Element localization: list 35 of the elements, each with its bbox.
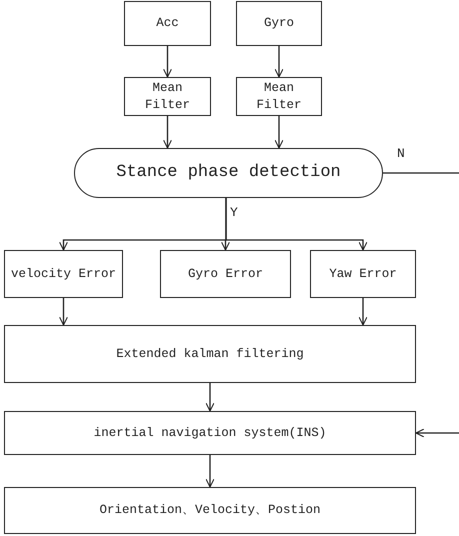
process-box <box>124 77 211 116</box>
node-text: Gyro Error <box>188 266 263 282</box>
process-box <box>160 250 291 298</box>
process-box <box>310 250 416 298</box>
arrow <box>162 46 172 78</box>
process-box <box>4 325 416 383</box>
node-text: Mean Filter <box>255 80 302 114</box>
node-text: Stance phase detection <box>116 162 341 184</box>
node-text: velocity Error <box>10 266 116 282</box>
arrow <box>205 383 215 412</box>
node-text: Extended kalman filtering <box>116 346 304 362</box>
arrow <box>225 198 368 251</box>
edge-label: N <box>397 147 405 160</box>
process-box <box>236 77 322 116</box>
process-box <box>236 1 322 46</box>
arrow <box>205 455 215 488</box>
process-box <box>4 487 416 534</box>
arrow <box>358 298 368 326</box>
node-text: inertial navigation system(INS) <box>94 424 326 442</box>
node-text: Mean Filter <box>144 80 191 114</box>
connector-line <box>383 172 459 174</box>
node-text: Orientation、Velocity、Postion <box>99 502 321 519</box>
arrow <box>274 46 284 78</box>
arrow <box>415 428 459 438</box>
node-text: Acc <box>156 15 179 32</box>
terminal-box <box>74 148 383 198</box>
arrow <box>274 116 284 149</box>
arrow <box>58 298 68 326</box>
process-box <box>4 250 123 298</box>
process-box <box>124 1 211 46</box>
arrow <box>162 116 172 149</box>
node-text: Yaw Error <box>329 266 397 282</box>
node-text: Gyro <box>264 15 294 32</box>
edge-label: Y <box>230 206 238 219</box>
process-box <box>4 411 416 455</box>
